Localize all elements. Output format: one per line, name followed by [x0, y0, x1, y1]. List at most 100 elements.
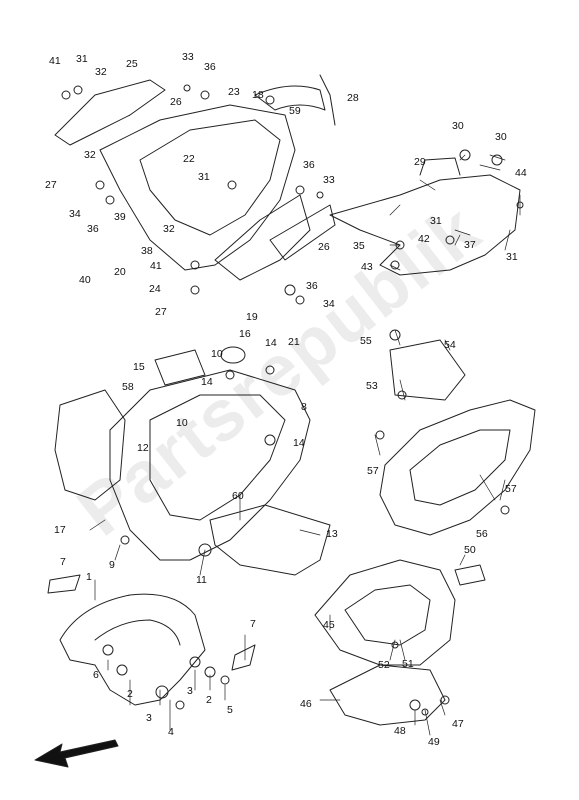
tail-cowl — [379, 399, 536, 536]
callout-label: 49 — [428, 736, 440, 748]
side-panel-strip — [269, 204, 336, 261]
callout-label: 60 — [232, 490, 244, 502]
callout-label: 1 — [86, 571, 92, 583]
callout-label: 24 — [149, 283, 161, 295]
callout-label: 23 — [228, 86, 240, 98]
callout-label: 52 — [378, 659, 390, 671]
callout-label: 54 — [444, 339, 456, 351]
callout-label: 46 — [300, 698, 312, 710]
callout-label: 42 — [418, 233, 430, 245]
top-plate — [154, 349, 206, 386]
callout-label: 31 — [76, 53, 88, 65]
callout-label: 34 — [69, 208, 81, 220]
fender-strip — [47, 574, 81, 594]
callout-label: 15 — [133, 361, 145, 373]
side-bracket-left — [54, 389, 126, 501]
grab-bar — [254, 85, 326, 111]
callout-label: 38 — [141, 245, 153, 257]
callout-label: 13 — [326, 528, 338, 540]
reflector — [454, 564, 486, 586]
callout-label: 30 — [452, 120, 464, 132]
callout-label: 47 — [452, 718, 464, 730]
callout-label: 10 — [176, 417, 188, 429]
callout-label: 27 — [45, 179, 57, 191]
callout-label: 27 — [155, 306, 167, 318]
callout-label: 55 — [360, 335, 372, 347]
callout-label: 31 — [506, 251, 518, 263]
callout-label: 34 — [323, 298, 335, 310]
rear-fender — [314, 559, 456, 666]
callout-label: 35 — [353, 240, 365, 252]
callout-label: 45 — [323, 619, 335, 631]
callout-label: 7 — [60, 556, 66, 568]
callout-label: 31 — [430, 215, 442, 227]
callout-label: 29 — [414, 156, 426, 168]
fender-strip-right — [231, 644, 256, 671]
callout-label: 3 — [187, 685, 193, 697]
callout-label: 11 — [196, 574, 207, 586]
callout-label: 9 — [109, 559, 115, 571]
callout-label: 28 — [347, 92, 359, 104]
callout-label: 19 — [246, 311, 258, 323]
callout-label: 2 — [206, 694, 212, 706]
side-cover-left — [54, 79, 166, 146]
callout-labels: 41 31 32 25 33 36 18 28 26 23 59 32 22 3… — [45, 51, 527, 748]
front-direction-arrow — [34, 739, 119, 768]
callout-label: 22 — [183, 153, 195, 165]
side-panel-right — [214, 194, 311, 281]
callout-label: 4 — [168, 726, 174, 738]
callout-label: 58 — [122, 381, 134, 393]
callout-label: 41 — [49, 55, 61, 67]
gasket — [220, 346, 246, 364]
callout-label: 26 — [318, 241, 330, 253]
callout-label: 43 — [361, 261, 373, 273]
callout-label: 41 — [150, 260, 162, 272]
callout-label: 17 — [54, 524, 66, 536]
callout-label: 51 — [402, 658, 414, 670]
callout-label: 33 — [323, 174, 335, 186]
callout-label: 48 — [394, 725, 406, 737]
callout-label: 32 — [163, 223, 175, 235]
callout-label: 2 — [127, 688, 133, 700]
callout-label: 21 — [288, 336, 300, 348]
callout-label: 16 — [239, 328, 251, 340]
callout-label: 3 — [146, 712, 152, 724]
callout-label: 33 — [182, 51, 194, 63]
callout-label: 12 — [137, 442, 149, 454]
rear-frame-bracket — [329, 174, 521, 276]
callout-label: 8 — [301, 401, 307, 413]
license-plate-bracket — [329, 664, 446, 726]
callout-label: 31 — [198, 171, 210, 183]
callout-label: 10 — [211, 348, 223, 360]
callout-label: 32 — [95, 66, 107, 78]
callout-label: 56 — [476, 528, 488, 540]
rear-cowl-frame — [99, 104, 296, 271]
callout-label: 39 — [114, 211, 126, 223]
callout-label: 26 — [170, 96, 182, 108]
callout-label: 14 — [265, 337, 277, 349]
callout-label: 18 — [252, 89, 264, 101]
callout-label: 25 — [126, 58, 138, 70]
tail-cover-plate — [389, 339, 466, 401]
callout-label: 7 — [250, 618, 256, 630]
callout-label: 50 — [464, 544, 476, 556]
callout-label: 57 — [367, 465, 379, 477]
callout-label: 53 — [366, 380, 378, 392]
callout-label: 44 — [515, 167, 527, 179]
front-fender — [59, 593, 206, 706]
callout-label: 36 — [87, 223, 99, 235]
callout-label: 30 — [495, 131, 507, 143]
mud-flap — [209, 504, 331, 576]
callout-label: 20 — [114, 266, 126, 278]
callout-label: 32 — [84, 149, 96, 161]
callout-label: 37 — [464, 239, 476, 251]
callout-label: 40 — [79, 274, 91, 286]
callout-label: 14 — [201, 376, 213, 388]
callout-label: 57 — [505, 483, 517, 495]
callout-label: 36 — [204, 61, 216, 73]
inner-fender — [109, 369, 311, 561]
callout-label: 5 — [227, 704, 233, 716]
callout-label: 14 — [293, 437, 305, 449]
